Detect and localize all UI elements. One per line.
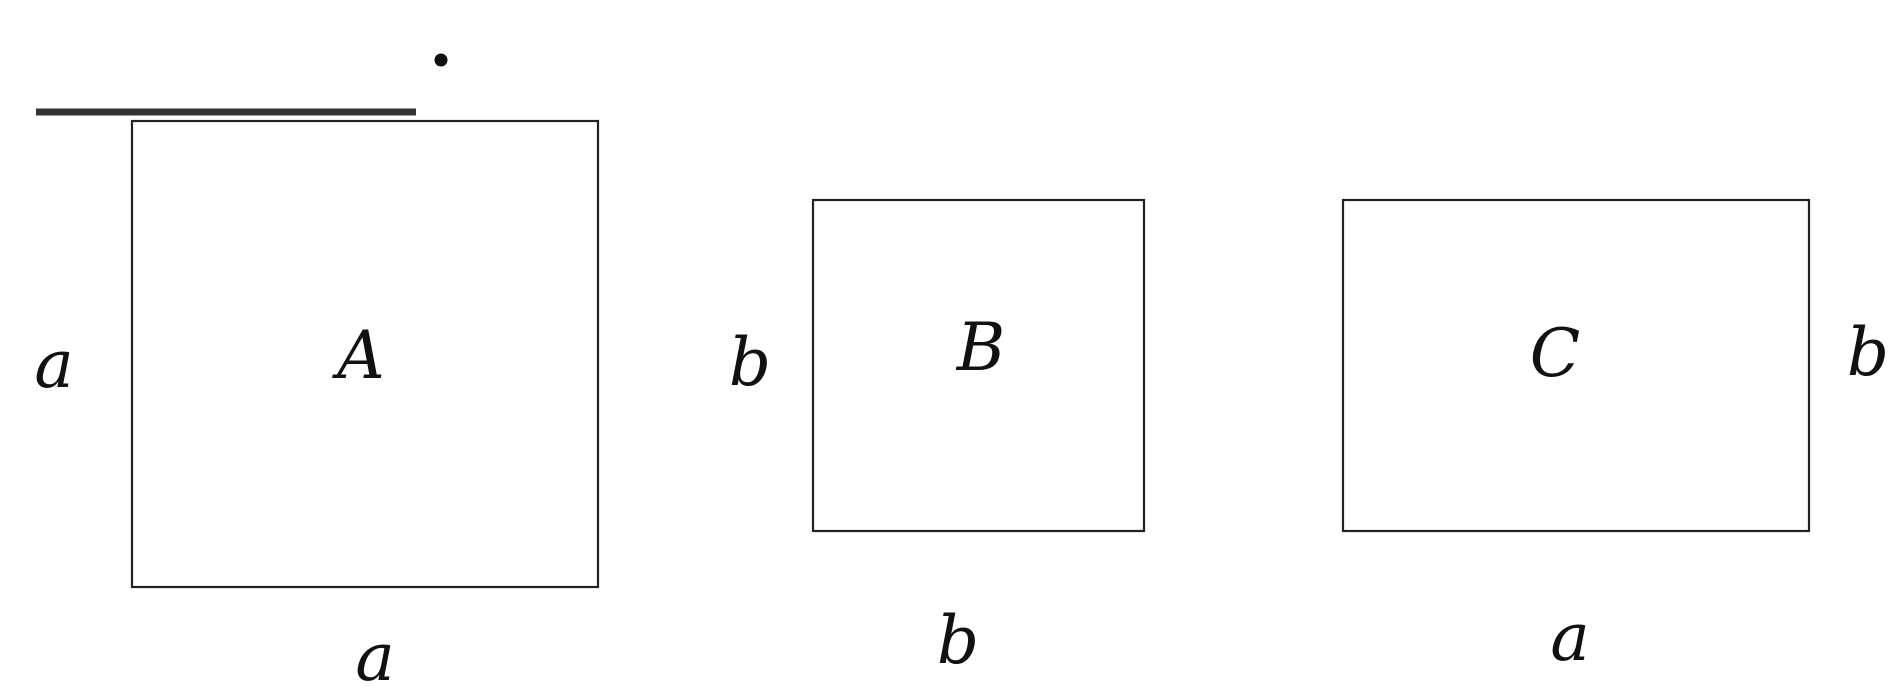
- rectangle-c-name: C: [1530, 315, 1581, 392]
- rectangle-b-bottom-side-label: b: [937, 602, 979, 679]
- rectangle-b: [811, 198, 1146, 533]
- rectangle-b-left-side-label: b: [729, 324, 771, 401]
- square-a-bottom-side-label: a: [355, 619, 394, 694]
- rectangle-c-right-side-label: b: [1847, 314, 1889, 391]
- rectangle-b-name: B: [956, 309, 1006, 386]
- rectangle-c-bottom-side-label: a: [1550, 599, 1589, 676]
- rectangle-c: [1341, 198, 1811, 533]
- square-a-name: A: [331, 317, 385, 394]
- dot-mark: [434, 53, 448, 67]
- square-a: [130, 119, 600, 589]
- square-a-left-side-label: a: [34, 326, 73, 403]
